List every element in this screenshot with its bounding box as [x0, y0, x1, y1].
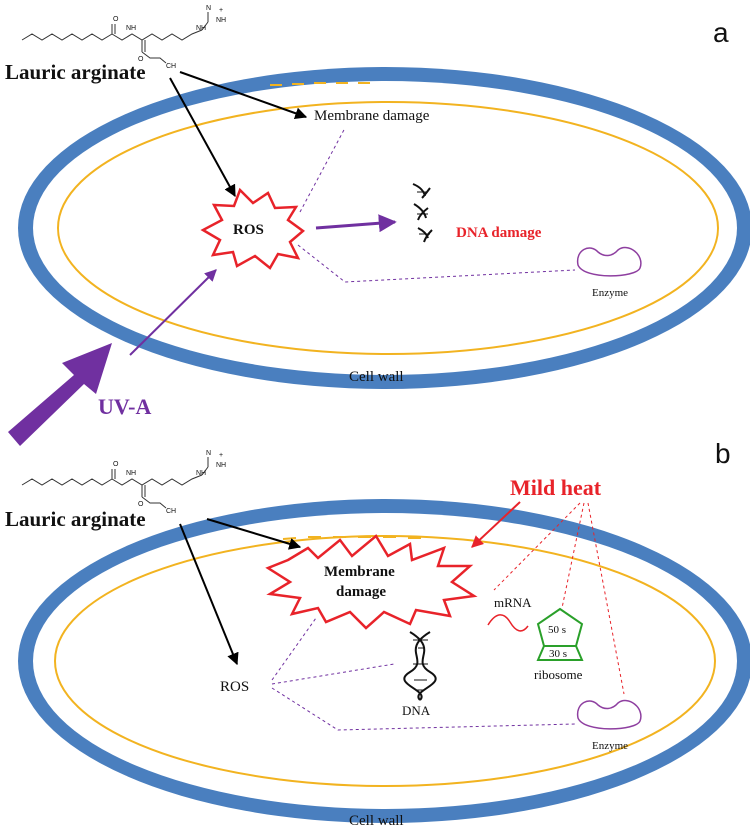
chem-o2-a: O: [138, 56, 144, 63]
ribosome-30s-icon: [536, 645, 584, 661]
lauric-arginate-structure-b: [21, 457, 209, 509]
arrow-la-to-membrane-b: [206, 518, 302, 550]
ribosome-30s-label: 30 s: [549, 648, 567, 660]
chem-plus-a: +: [219, 7, 223, 14]
chem-o-a: O: [113, 16, 119, 23]
ribosome-50s-label: 50 s: [548, 624, 566, 636]
chem-ch3-a: CH: [166, 63, 176, 70]
chem-o2-b: O: [138, 501, 144, 508]
chem-nh-a: NH: [126, 25, 136, 32]
ros-burst-a: [200, 187, 306, 270]
lauric-arginate-structure-a: [21, 12, 209, 64]
arrow-la-to-ros-b: [179, 523, 239, 666]
chem-nh2-b: NH: [196, 470, 206, 477]
chem-n-a: N: [206, 5, 211, 12]
chem-o-b: O: [113, 461, 119, 468]
panel-b-letter: b: [715, 438, 731, 469]
dash-heat-enzyme: [587, 502, 625, 695]
cell-wall-label-a: Cell wall: [349, 369, 404, 385]
dash-ros-enzyme-b: [271, 687, 576, 731]
dna-label-b: DNA: [402, 703, 431, 718]
chem-nh2-a: NH: [196, 25, 206, 32]
membrane-gap-a: [270, 82, 370, 86]
panel-a: a O NH NH N NH + O CH Lauric arginate: [5, 5, 750, 446]
mrna-icon: [487, 614, 529, 632]
panel-a-letter: a: [713, 17, 729, 48]
chem-nh-b: NH: [126, 470, 136, 477]
dna-damage-label-a: DNA damage: [456, 225, 542, 241]
chem-ch3-b: CH: [166, 508, 176, 515]
enzyme-label-b: Enzyme: [592, 740, 628, 752]
dna-helix-icon-b: [403, 631, 437, 701]
enzyme-label-a: Enzyme: [592, 287, 628, 299]
periplasm-a: [33, 81, 737, 375]
arrow-heat-to-membrane: [471, 501, 521, 548]
lauric-arginate-label-a: Lauric arginate: [5, 60, 146, 84]
dash-ros-dna-b: [271, 663, 395, 685]
dash-ros-membrane-a: [299, 127, 346, 213]
membrane-damage-label-a: Membrane damage: [314, 108, 430, 124]
membrane-damage-line2-b: damage: [336, 584, 386, 600]
uva-label: UV-A: [98, 394, 151, 419]
chem-plus-b: +: [219, 452, 223, 459]
arrow-ros-to-dna-a: [315, 214, 397, 233]
lauric-arginate-label-b: Lauric arginate: [5, 507, 146, 531]
damaged-dna-icon-a: [412, 183, 433, 243]
chem-nh3-a: NH: [216, 17, 226, 24]
chem-n-b: N: [206, 450, 211, 457]
inner-membrane-a: [57, 101, 719, 355]
arrow-la-to-membrane-a: [179, 71, 308, 120]
enzyme-icon-a: [576, 246, 642, 277]
periplasm-b: [33, 513, 737, 809]
cell-wall-label-b: Cell wall: [349, 813, 404, 829]
ros-label-b: ROS: [220, 679, 249, 695]
chem-nh3-b: NH: [216, 462, 226, 469]
dash-ros-membrane-b: [271, 617, 317, 681]
dash-ros-enzyme-a: [297, 244, 576, 283]
enzyme-icon-b: [576, 699, 642, 730]
uva-big-arrow: [8, 343, 112, 446]
mild-heat-label: Mild heat: [510, 475, 602, 500]
mrna-label: mRNA: [494, 595, 532, 610]
membrane-damage-burst-b: [265, 534, 478, 630]
dash-heat-mrna: [493, 502, 581, 591]
ros-label-a: ROS: [233, 222, 264, 238]
panel-b: b O NH NH N NH + O CH Lauric arginate: [5, 438, 750, 829]
arrow-la-to-ros-a: [169, 77, 236, 198]
membrane-damage-line1-b: Membrane: [324, 564, 395, 580]
arrow-uva-to-ros-a: [129, 269, 217, 356]
ribosome-label: ribosome: [534, 667, 583, 682]
